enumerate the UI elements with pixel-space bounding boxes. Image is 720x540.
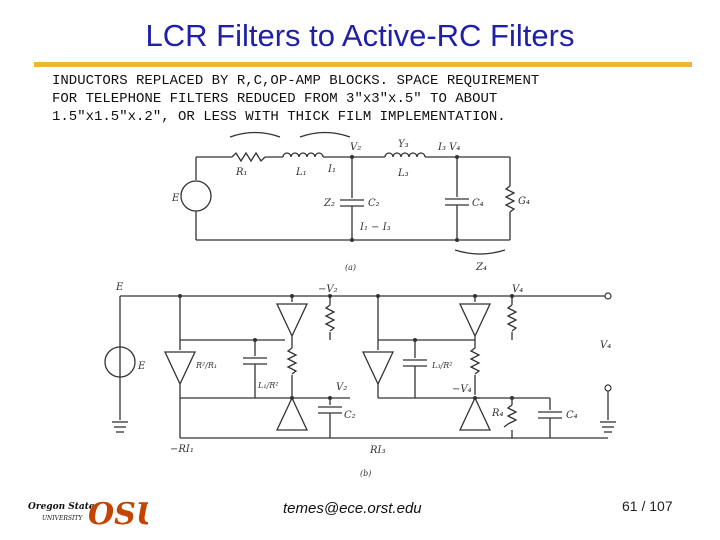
- slide-title: LCR Filters to Active-RC Filters: [145, 18, 575, 53]
- label-b-c2: C₂: [344, 410, 356, 421]
- label-b-r4: R₄: [491, 408, 504, 419]
- title-divider: [34, 62, 692, 67]
- circuit-figure: E R₁ L₁ V₂ I₁ Y₃ L₃ I₃ V₄ Z₂ C₂ C₄ G₄ I₁…: [104, 131, 616, 478]
- label-b-minus-v2: −V₂: [318, 284, 338, 295]
- label-a-y3: Y₃: [398, 139, 409, 150]
- author-email[interactable]: temes@ece.orst.edu: [283, 500, 422, 517]
- oregon-state-logo: Oregon State UNIVERSITY OSU: [28, 497, 148, 528]
- figure-caption-text: INDUCTORS REPLACED BY R,C,OP-AMP BLOCKS.…: [52, 72, 539, 126]
- label-b-e-top: E: [115, 282, 124, 293]
- logo-mark: OSU: [88, 497, 148, 528]
- label-a-g4: G₄: [518, 196, 530, 207]
- caption-line-2: FOR TELEPHONE FILTERS REDUCED FROM 3"x3"…: [52, 91, 498, 107]
- label-a-z4: Z₄: [475, 262, 487, 273]
- label-b-v4: V₄: [512, 284, 523, 295]
- label-a-c2: C₂: [368, 198, 380, 209]
- label-a-i3v4: I₃ V₄: [437, 142, 460, 153]
- logo-text-top: Oregon State: [28, 502, 95, 512]
- label-a-l1: L₁: [295, 167, 307, 178]
- label-a-caption: (a): [345, 263, 356, 272]
- label-b-c4: C₄: [566, 410, 578, 421]
- label-a-source: E: [171, 193, 180, 204]
- label-b-l1-over-r2: L₁/R²: [257, 381, 278, 390]
- label-b-v2: V₂: [336, 382, 347, 393]
- label-a-z2: Z₂: [323, 198, 335, 209]
- label-b-ri3: RI₃: [369, 445, 386, 456]
- label-b-l3-over-r2: L₃/R²: [431, 361, 452, 370]
- label-a-i1: I₁: [327, 164, 336, 175]
- label-b-r2-over-r1: R²/R₁: [195, 361, 217, 370]
- page-number: 61 / 107: [622, 498, 673, 514]
- caption-line-1: INDUCTORS REPLACED BY R,C,OP-AMP BLOCKS.…: [52, 73, 540, 89]
- label-a-r1: R₁: [235, 167, 248, 178]
- label-b-minus-ri1: −RI₁: [170, 444, 194, 455]
- label-a-c4: C₄: [472, 198, 484, 209]
- label-a-l3: L₃: [397, 168, 409, 179]
- label-b-caption: (b): [360, 469, 371, 478]
- label-a-i1-minus-i3: I₁ − I₃: [359, 222, 391, 233]
- label-b-v4-out: V₄: [600, 340, 611, 351]
- label-b-minus-v4: −V₄: [452, 384, 472, 395]
- label-a-v2: V₂: [350, 142, 361, 153]
- label-b-e-source: E: [137, 361, 146, 372]
- caption-line-3: 1.5"x1.5"x.2", OR LESS WITH THICK FILM I…: [52, 109, 506, 125]
- logo-text-bottom: UNIVERSITY: [42, 515, 83, 522]
